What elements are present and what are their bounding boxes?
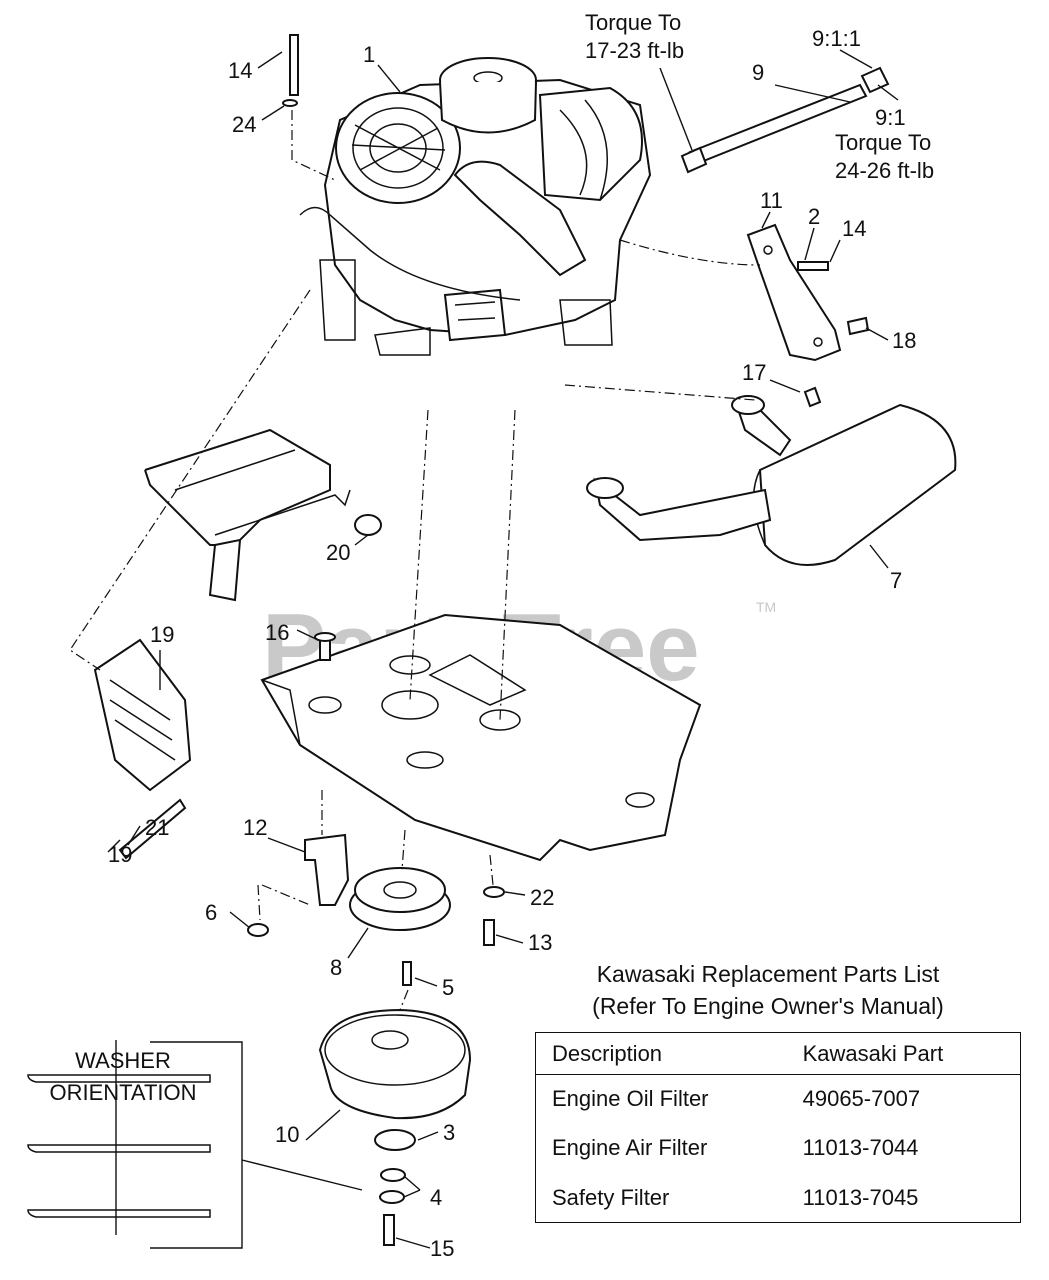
callout-21: 21: [145, 815, 169, 840]
callout-19-bottom: 19: [108, 842, 132, 867]
callout-4: 4: [430, 1185, 442, 1210]
torque-note-top-line2: 17-23 ft-lb: [585, 38, 684, 63]
callout-3: 3: [443, 1120, 455, 1145]
callout-17: 17: [742, 360, 766, 385]
muffler-illustration: [586, 386, 957, 566]
bracket-11-illustration: [746, 223, 870, 362]
callout-16: 16: [265, 620, 289, 645]
watermark-tm: TM: [756, 599, 776, 615]
leader-lines: [107, 49, 899, 1249]
small-parts-illustration: [93, 34, 505, 1246]
callout-12: 12: [243, 815, 267, 840]
callout-20: 20: [326, 540, 350, 565]
callout-8: 8: [330, 955, 342, 980]
table-row: Engine Oil Filter 49065-7007: [536, 1075, 1021, 1124]
callout-18: 18: [892, 328, 916, 353]
row-description: Safety Filter: [552, 1184, 670, 1210]
callout-14-right: 14: [842, 216, 866, 241]
callout-24: 24: [232, 112, 256, 137]
row-part-number: 11013-7044: [802, 1135, 919, 1161]
torque-note-top-line1: Torque To: [585, 10, 681, 35]
callout-9: 9: [752, 60, 764, 85]
header-kawasaki-part: Kawasaki Part: [802, 1040, 944, 1066]
callout-10: 10: [275, 1122, 299, 1147]
callout-6: 6: [205, 900, 217, 925]
header-description: Description: [552, 1040, 663, 1066]
ratio-note-mid: 9:1: [875, 105, 906, 130]
drain-hose-illustration: [680, 66, 890, 174]
shield-illustration: [144, 428, 382, 602]
parts-table-header-row: Description Kawasaki Part: [535, 1033, 1021, 1075]
engine-illustration: [299, 57, 652, 356]
row-part-number: 11013-7045: [802, 1184, 919, 1210]
row-part-number: 49065-7007: [802, 1086, 921, 1112]
parts-list-table: Description Kawasaki Part Engine Oil Fil…: [535, 1032, 1021, 1223]
callout-5: 5: [442, 975, 454, 1000]
table-row: Engine Air Filter 11013-7044: [536, 1124, 1021, 1173]
callout-22: 22: [530, 885, 554, 910]
parts-list-title-line1: Kawasaki Replacement Parts List: [596, 961, 940, 987]
washer-title-line2: ORIENTATION: [49, 1080, 196, 1105]
ratio-note-top: 9:1:1: [812, 26, 861, 51]
parts-list-title-line2: (Refer To Engine Owner's Manual): [592, 993, 944, 1019]
callout-14-top: 14: [228, 58, 252, 83]
table-row: Safety Filter 11013-7045: [536, 1173, 1021, 1222]
washer-title-line1: WASHER: [75, 1048, 171, 1073]
washer-orientation-detail: [27, 1040, 363, 1249]
assembly-lines: [69, 110, 761, 1011]
parts-list-title: Kawasaki Replacement Parts List (Refer T…: [548, 958, 988, 1022]
row-description: Engine Oil Filter: [552, 1086, 709, 1112]
callout-15: 15: [430, 1236, 454, 1261]
torque-note-right-line2: 24-26 ft-lb: [835, 158, 934, 183]
callout-1: 1: [363, 42, 375, 67]
callout-19-top: 19: [150, 622, 174, 647]
callout-2: 2: [808, 204, 820, 229]
callout-7: 7: [890, 568, 902, 593]
row-description: Engine Air Filter: [552, 1135, 708, 1161]
callout-13: 13: [528, 930, 552, 955]
callout-11: 11: [760, 188, 783, 213]
deck-plate-illustration: [260, 613, 702, 862]
torque-note-right-line1: Torque To: [835, 130, 931, 155]
